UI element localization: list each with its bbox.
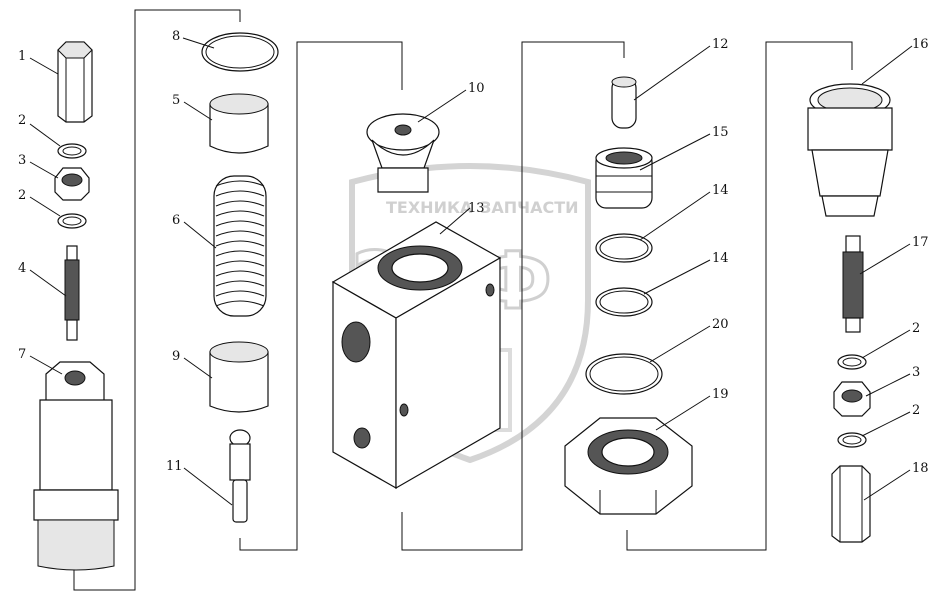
- callout-16: 16: [912, 37, 929, 52]
- callout-2: 2: [912, 321, 920, 336]
- part-2-washer-right-lower: [837, 432, 867, 448]
- part-10-valve-head: [366, 113, 440, 193]
- part-7-housing: [33, 361, 119, 571]
- part-2-washer: [57, 143, 87, 159]
- watermark-line2: ЗАПЧАСТИ: [480, 198, 579, 217]
- callout-2: 2: [18, 188, 26, 203]
- callout-12: 12: [712, 37, 729, 52]
- part-15-piston: [595, 147, 653, 209]
- watermark-line1: ТЕХНИКА: [386, 198, 473, 217]
- callout-10: 10: [468, 81, 485, 96]
- callout-17: 17: [912, 235, 929, 250]
- part-16-threaded-plug: [807, 83, 893, 217]
- callout-5: 5: [172, 93, 180, 108]
- part-11-plunger: [229, 429, 251, 523]
- callout-3: 3: [912, 365, 920, 380]
- part-14-o-ring-lower: [595, 287, 653, 317]
- part-9-sleeve: [209, 341, 269, 413]
- callout-20: 20: [712, 317, 729, 332]
- part-3-nut: [54, 167, 90, 201]
- part-20-o-ring: [585, 353, 663, 395]
- callout-14: 14: [712, 251, 729, 266]
- part-12-pin: [611, 76, 637, 129]
- callout-2: 2: [18, 113, 26, 128]
- callout-4: 4: [18, 261, 26, 276]
- assembly-lines: [73, 9, 853, 591]
- callout-19: 19: [712, 387, 729, 402]
- part-19-large-nut: [564, 417, 693, 515]
- part-1-hex-cap: [57, 41, 93, 123]
- part-8-o-ring: [201, 32, 279, 72]
- callout-6: 6: [172, 213, 180, 228]
- leader-lines: [29, 37, 913, 506]
- callout-9: 9: [172, 349, 180, 364]
- part-18-hex-sleeve: [831, 465, 871, 543]
- part-3-nut-right: [833, 381, 871, 417]
- callout-labels: 1 2 3 2 4 7 8 5 6 9 11 10 13 12 15 14 14…: [18, 29, 929, 476]
- part-6-spring: [213, 175, 267, 317]
- part-17-threaded-stud: [842, 235, 864, 333]
- part-2-washer-right: [837, 354, 867, 370]
- callout-13: 13: [468, 201, 485, 216]
- callout-14: 14: [712, 183, 729, 198]
- callout-11: 11: [166, 459, 183, 474]
- callout-3: 3: [18, 153, 26, 168]
- callout-8: 8: [172, 29, 180, 44]
- part-14-o-ring: [595, 233, 653, 263]
- part-4-threaded-stud: [64, 245, 80, 341]
- callout-15: 15: [712, 125, 729, 140]
- part-2-washer-lower: [57, 213, 87, 229]
- part-5-bushing: [209, 93, 269, 154]
- callout-1: 1: [18, 49, 26, 64]
- callout-18: 18: [912, 461, 929, 476]
- callout-7: 7: [18, 347, 26, 362]
- callout-2: 2: [912, 403, 920, 418]
- part-13-valve-block: [331, 221, 502, 490]
